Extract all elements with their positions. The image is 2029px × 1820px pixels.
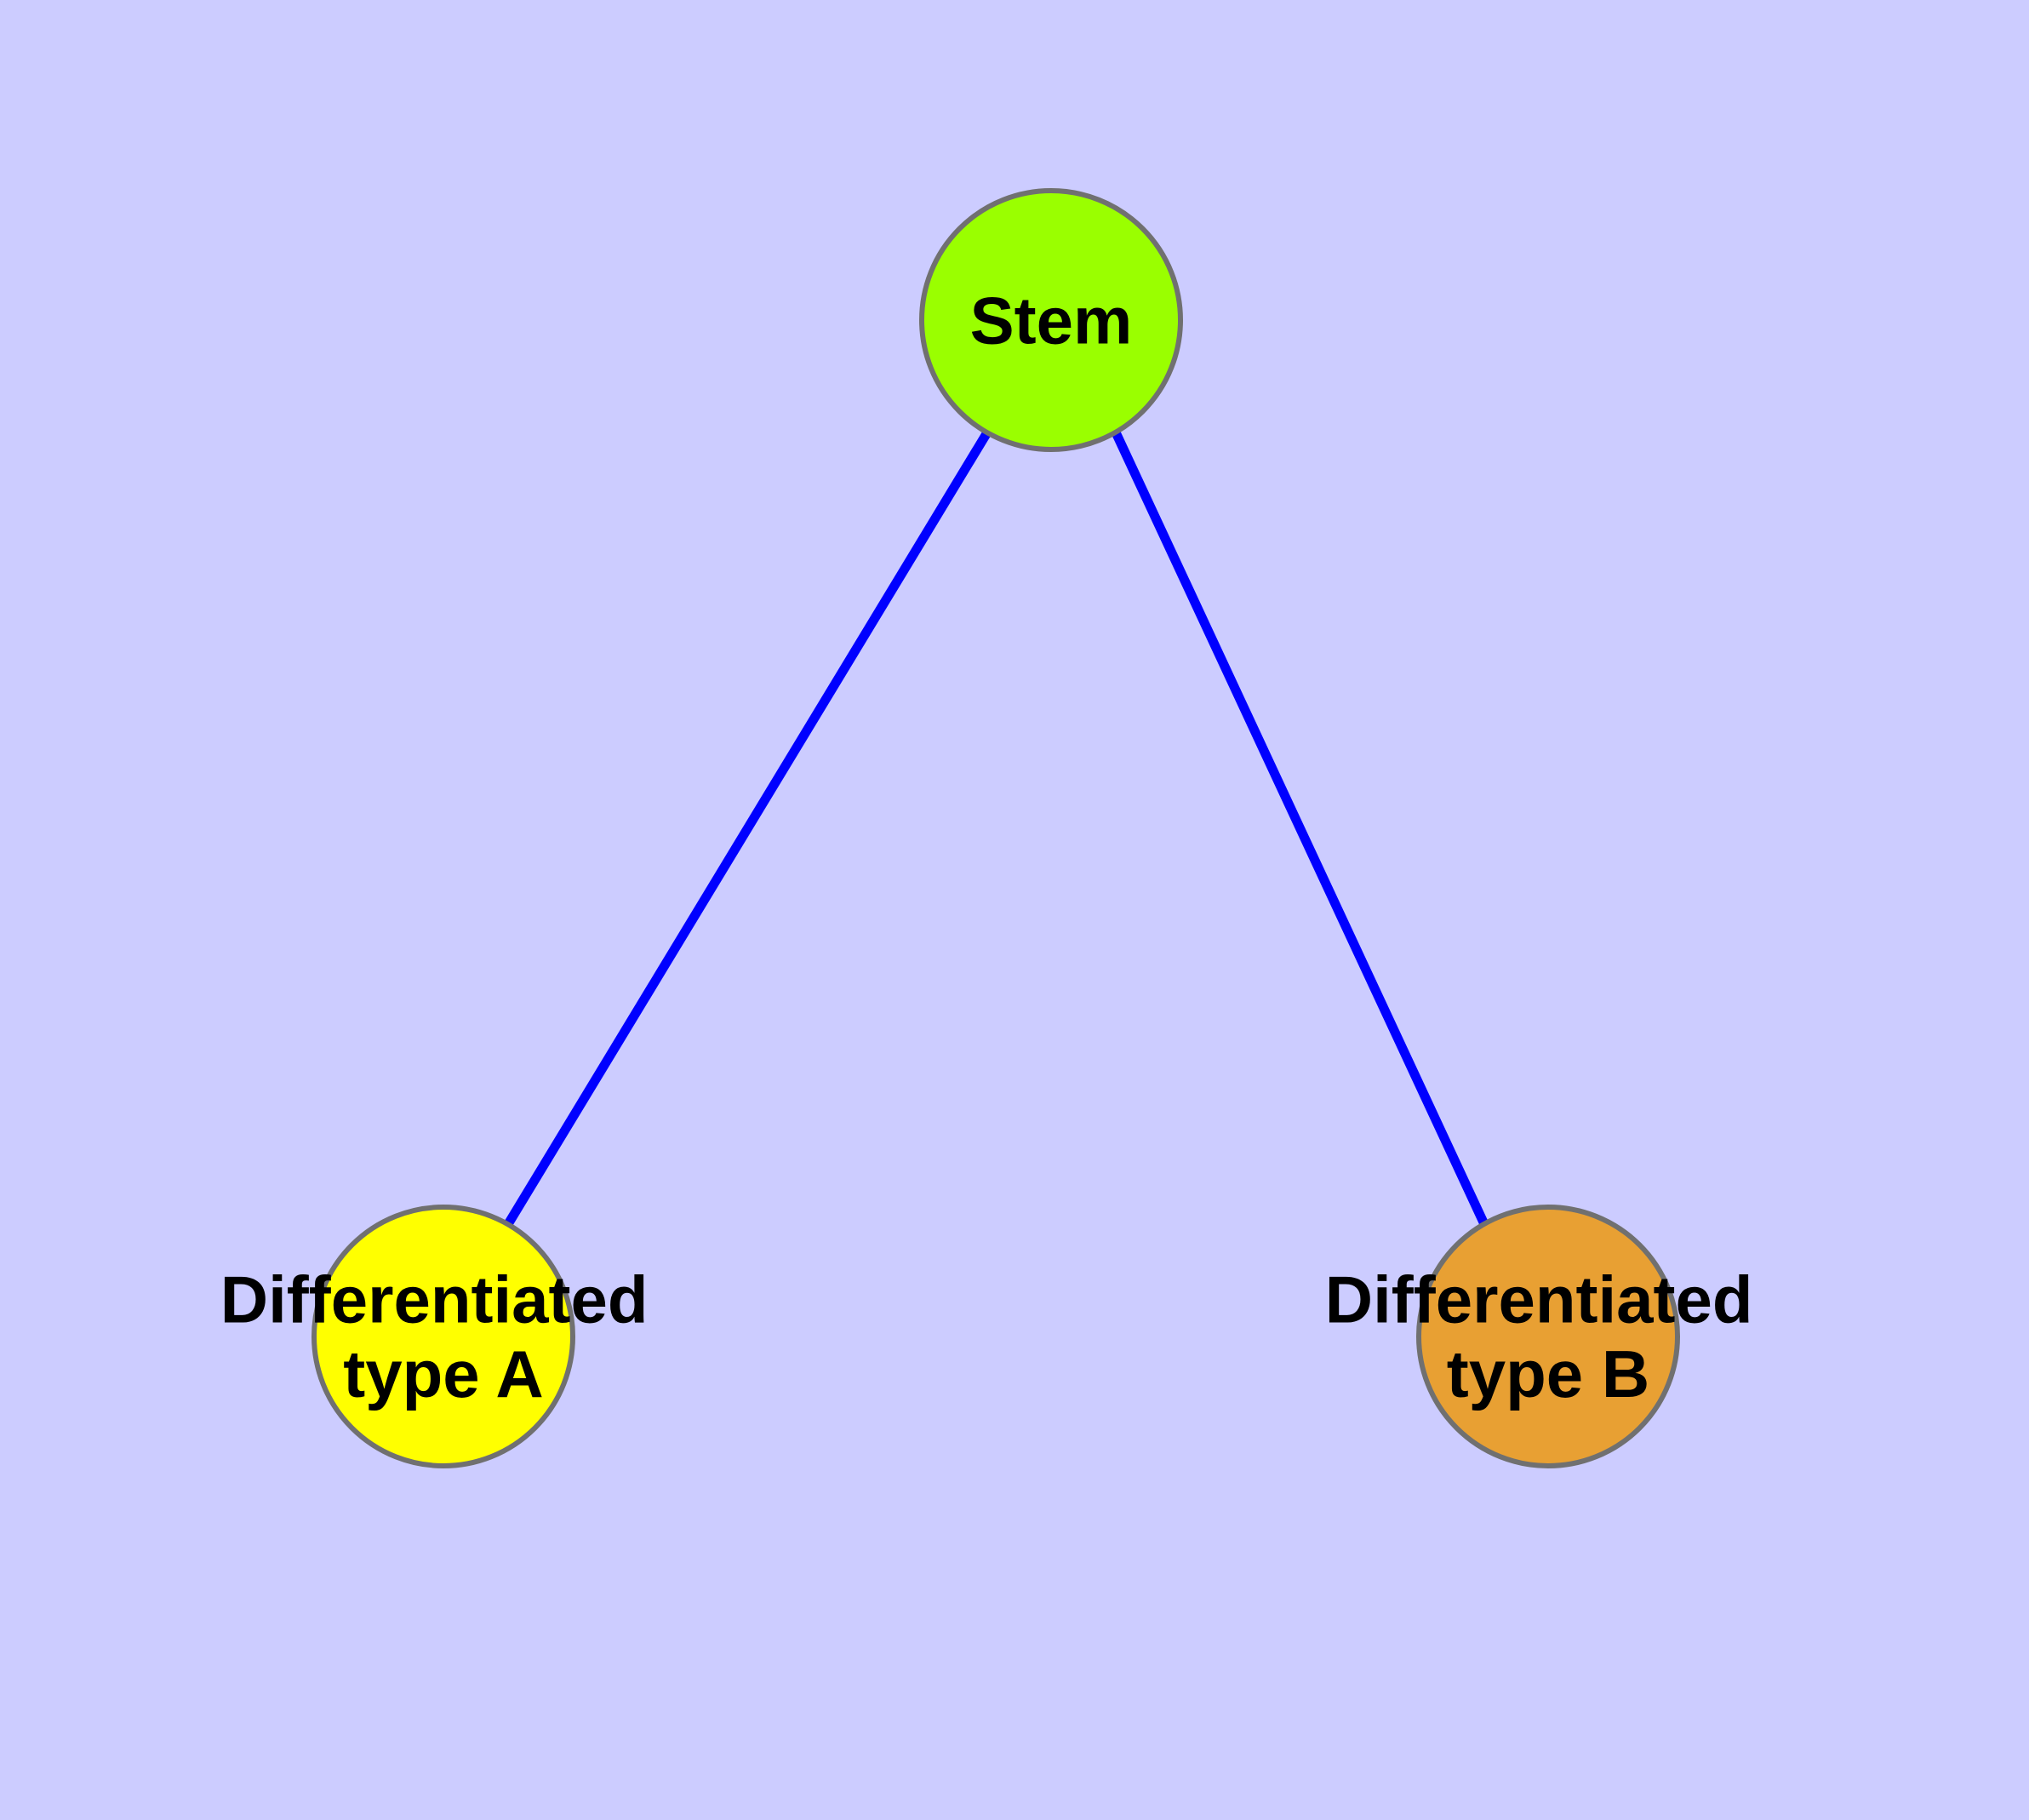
node-differentiated-type-a-label-line-1: Differentiated <box>220 1262 649 1337</box>
node-layer: Stem Differentiated type A Differentiate… <box>220 188 1771 1468</box>
node-differentiated-type-a-label: Differentiated type A <box>220 1262 666 1411</box>
node-differentiated-type-a-circle[interactable] <box>311 1205 575 1468</box>
node-stem-circle[interactable] <box>919 188 1183 452</box>
node-differentiated-type-b-label-line-1: Differentiated <box>1325 1262 1753 1337</box>
node-stem-label-line-1: Stem <box>970 283 1133 358</box>
node-differentiated-type-a-label-line-2: type A <box>343 1336 544 1411</box>
node-differentiated-type-b[interactable]: Differentiated type B <box>1325 1205 1771 1468</box>
edge-stem-to-differentiated-type-b[interactable] <box>1112 430 1489 1227</box>
edge-stem-to-differentiated-type-a[interactable] <box>504 430 992 1227</box>
edge-layer <box>504 430 1489 1227</box>
node-differentiated-type-b-circle[interactable] <box>1416 1205 1680 1468</box>
node-stem-label: Stem <box>970 283 1133 358</box>
node-differentiated-type-b-label-line-2: type B <box>1447 1336 1649 1411</box>
node-stem[interactable]: Stem <box>919 188 1183 452</box>
node-differentiated-type-a[interactable]: Differentiated type A <box>220 1205 666 1468</box>
node-differentiated-type-b-label: Differentiated type B <box>1325 1262 1771 1411</box>
